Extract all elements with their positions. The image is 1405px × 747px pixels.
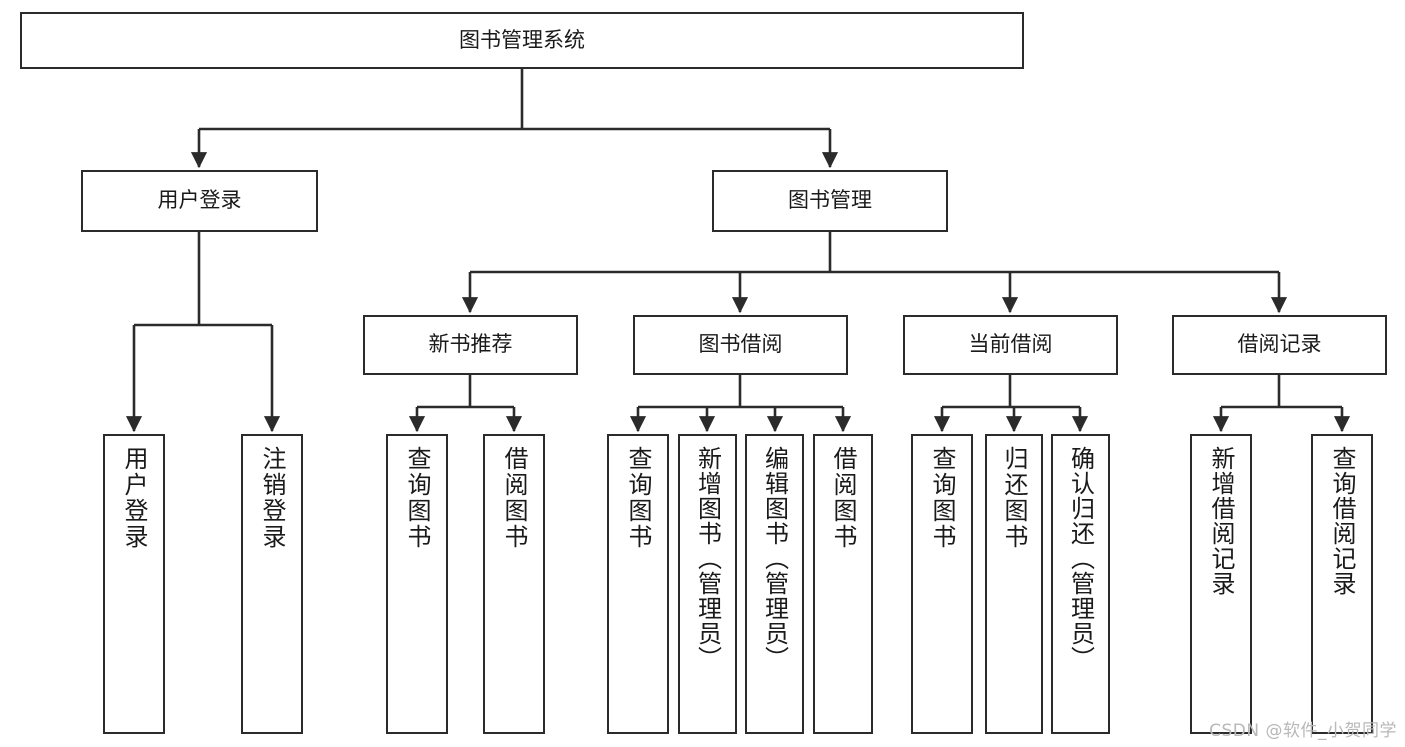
- node-leaf-query-book-2[interactable]: 查询图书: [607, 434, 669, 734]
- node-leaf-borrow-book-2-label: 借阅图书: [829, 446, 857, 550]
- node-book-manage[interactable]: 图书管理: [712, 170, 948, 232]
- node-book-borrow-label: 图书借阅: [698, 332, 783, 357]
- node-leaf-add-book-admin[interactable]: 新增图书（管理员）: [678, 434, 737, 734]
- node-leaf-return-book[interactable]: 归还图书: [985, 434, 1043, 734]
- node-leaf-return-book-label: 归还图书: [1000, 446, 1028, 550]
- node-leaf-borrow-book-1[interactable]: 借阅图书: [483, 434, 545, 734]
- node-leaf-borrow-book-2[interactable]: 借阅图书: [813, 434, 873, 734]
- node-root[interactable]: 图书管理系统: [20, 12, 1024, 69]
- node-leaf-confirm-return-admin[interactable]: 确认归还（管理员）: [1051, 434, 1110, 734]
- node-leaf-user-login-label: 用户登录: [120, 446, 148, 550]
- node-leaf-add-record[interactable]: 新增借阅记录: [1190, 434, 1252, 734]
- csdn-watermark: CSDN @软件_小贺同学: [1209, 721, 1397, 741]
- node-user-login-label: 用户登录: [157, 188, 242, 213]
- node-leaf-edit-book-admin[interactable]: 编辑图书（管理员）: [745, 434, 804, 734]
- node-borrow-record[interactable]: 借阅记录: [1172, 315, 1387, 375]
- node-current-borrow-label: 当前借阅: [968, 332, 1053, 357]
- node-leaf-logout[interactable]: 注销登录: [241, 434, 303, 734]
- node-leaf-add-book-admin-label: 新增图书（管理员）: [693, 446, 722, 671]
- node-current-borrow[interactable]: 当前借阅: [903, 315, 1118, 375]
- node-user-login[interactable]: 用户登录: [81, 170, 318, 232]
- node-leaf-user-login[interactable]: 用户登录: [103, 434, 165, 734]
- node-root-label: 图书管理系统: [459, 27, 585, 52]
- node-leaf-query-book-1[interactable]: 查询图书: [386, 434, 448, 734]
- node-book-manage-label: 图书管理: [788, 188, 872, 213]
- node-leaf-logout-label: 注销登录: [258, 446, 286, 550]
- node-book-borrow[interactable]: 图书借阅: [633, 315, 848, 375]
- node-leaf-query-record[interactable]: 查询借阅记录: [1311, 434, 1373, 734]
- node-new-book-recommend[interactable]: 新书推荐: [363, 315, 578, 375]
- node-leaf-query-book-3[interactable]: 查询图书: [911, 434, 973, 734]
- node-new-book-recommend-label: 新书推荐: [428, 332, 513, 357]
- node-leaf-query-record-label: 查询借阅记录: [1328, 446, 1356, 596]
- node-leaf-add-record-label: 新增借阅记录: [1207, 446, 1235, 596]
- node-leaf-borrow-book-1-label: 借阅图书: [500, 446, 528, 550]
- node-leaf-query-book-3-label: 查询图书: [928, 446, 956, 550]
- node-borrow-record-label: 借阅记录: [1237, 332, 1322, 357]
- node-leaf-confirm-return-admin-label: 确认归还（管理员）: [1066, 446, 1095, 671]
- node-leaf-query-book-1-label: 查询图书: [403, 446, 431, 550]
- node-leaf-query-book-2-label: 查询图书: [624, 446, 652, 550]
- node-leaf-edit-book-admin-label: 编辑图书（管理员）: [760, 446, 789, 671]
